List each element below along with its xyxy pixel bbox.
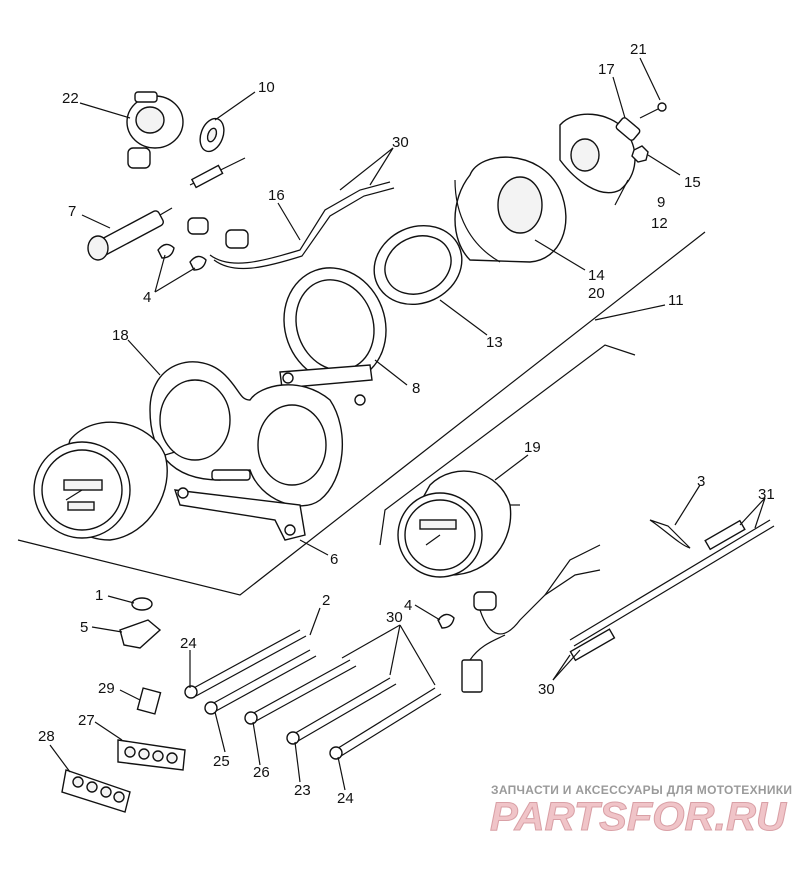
label-14: 14: [588, 267, 605, 284]
label-22: 22: [62, 90, 79, 107]
part-22-drive-housing: [126, 91, 184, 169]
label-3: 3: [697, 473, 705, 490]
label-9: 9: [657, 194, 665, 211]
part-1-washer: [131, 597, 153, 611]
label-19: 19: [524, 439, 541, 456]
label-25: 25: [213, 753, 230, 770]
part-6-bracket: [173, 469, 306, 541]
group-line-lower: [379, 344, 636, 546]
lamp-bulbs: [184, 629, 442, 760]
label-1: 1: [95, 587, 103, 604]
part-14-housing: [454, 156, 567, 263]
label-30a: 30: [392, 134, 409, 151]
label-11: 11: [668, 292, 684, 309]
label-31: 31: [758, 486, 775, 503]
label-6: 6: [330, 551, 338, 568]
part-27-lens-holder: [117, 739, 186, 771]
label-10: 10: [258, 79, 275, 96]
part-10-washer: [199, 117, 225, 153]
label-7: 7: [68, 203, 76, 220]
label-26: 26: [253, 764, 270, 781]
part-18-gasket: [149, 361, 343, 507]
part-29-clip: [136, 687, 162, 715]
leader-lines: [49, 57, 766, 791]
part-19-gauge: [397, 470, 520, 578]
label-4b: 4: [404, 597, 412, 614]
label-16: 16: [268, 187, 285, 204]
part-17-21-screw: [615, 102, 667, 141]
group-line-11-left: [594, 304, 666, 321]
gauge-harness-connector: [461, 544, 601, 693]
part-4-sockets-upper: [157, 217, 249, 271]
label-5: 5: [80, 619, 88, 636]
part-cable-pin: [189, 157, 246, 189]
label-21: 21: [630, 41, 647, 58]
label-12: 12: [651, 215, 668, 232]
label-24b: 24: [337, 790, 354, 807]
label-13: 13: [486, 334, 503, 351]
label-28: 28: [38, 728, 55, 745]
label-4a: 4: [143, 289, 151, 306]
part-3-clip: [649, 519, 691, 549]
part-5-bracket: [119, 619, 162, 649]
label-24a: 24: [180, 635, 197, 652]
gauge-left: [33, 421, 176, 541]
label-23: 23: [294, 782, 311, 799]
part-4-socket-lower: [437, 591, 497, 629]
part-31-harness: [569, 519, 775, 662]
label-8: 8: [412, 380, 420, 397]
part-12-rear-cover: [559, 113, 636, 194]
label-30c: 30: [538, 681, 555, 698]
label-20: 20: [588, 285, 605, 302]
label-30b: 30: [386, 609, 403, 626]
watermark-tagline: ЗАПЧАСТИ И АКСЕССУАРЫ ДЛЯ МОТОТЕХНИКИ: [491, 783, 792, 797]
label-2: 2: [322, 592, 330, 609]
part-7-cable-fitting: [87, 207, 173, 261]
label-29: 29: [98, 680, 115, 697]
label-15: 15: [684, 174, 701, 191]
part-8-bracket: [279, 267, 387, 406]
part-16-harness: [209, 181, 395, 270]
part-28-lens-strip: [61, 769, 131, 813]
part-15-nut: [631, 145, 649, 163]
callout-labels: 22 10 7 4 16 30 21 17 15 9 12 14 20 11 1…: [38, 41, 775, 807]
part-13-ring: [373, 224, 463, 306]
label-17: 17: [598, 61, 615, 78]
label-18: 18: [112, 327, 129, 344]
watermark-logo: PARTSFOR.RU: [490, 795, 787, 839]
watermark: ЗАПЧАСТИ И АКСЕССУАРЫ ДЛЯ МОТОТЕХНИКИ PA…: [490, 783, 793, 840]
group-line-upper: [17, 231, 706, 596]
label-27: 27: [78, 712, 95, 729]
